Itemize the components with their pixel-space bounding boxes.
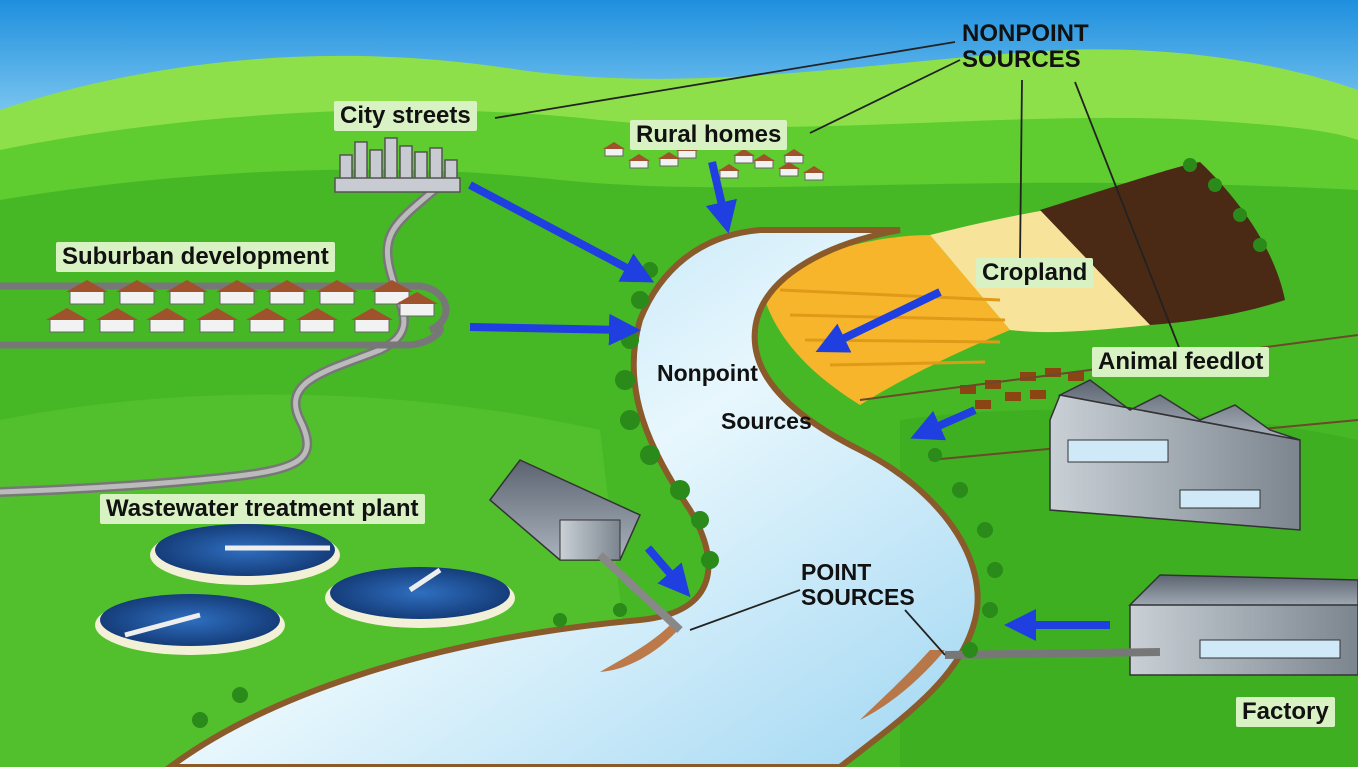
label-factory: Factory <box>1236 697 1335 727</box>
leader-line-cropland <box>1019 79 1023 261</box>
arrow-city-streets <box>468 181 655 283</box>
sediment-plume-right <box>860 650 945 720</box>
leader-line-city <box>494 41 956 119</box>
label-rural-homes: Rural homes <box>630 120 788 150</box>
leader-line-rural <box>809 59 961 134</box>
arrow-rural-homes <box>705 161 737 234</box>
factory <box>1128 574 1358 676</box>
factory-pipe <box>944 648 1161 659</box>
label-point-sources-line2: SOURCES <box>801 584 915 611</box>
label-nonpoint-upper-line2: SOURCES <box>962 46 1081 74</box>
city-buildings <box>334 137 461 193</box>
arrow-feedlot <box>910 406 977 441</box>
leader-lines <box>494 41 1181 656</box>
leader-line-point-left <box>689 589 801 631</box>
road-suburb-lower <box>0 324 444 349</box>
label-nonpoint-sources-upper: NONPOINT SOURCES <box>962 20 1089 74</box>
cropland-soil <box>1040 162 1285 325</box>
river <box>164 227 981 767</box>
treatment-tanks <box>95 524 515 655</box>
label-wastewater-treatment-plant: Wastewater treatment plant <box>100 494 425 524</box>
barn <box>1049 379 1301 531</box>
label-city-streets: City streets <box>334 101 477 131</box>
treatment-pipe <box>597 552 683 633</box>
sediment-plume-left <box>600 625 680 672</box>
label-nonpoint-center: Nonpoint <box>657 360 758 386</box>
leader-line-point-right <box>904 609 946 656</box>
treatment-building <box>488 459 641 561</box>
runoff-arrows <box>468 161 1110 641</box>
label-suburban-development: Suburban development <box>56 242 335 272</box>
leader-line-feedlot <box>1074 81 1181 351</box>
arrow-treatment <box>644 545 691 598</box>
arrow-suburban <box>469 313 641 346</box>
label-nonpoint-upper-line1: NONPOINT <box>962 20 1089 47</box>
arrow-cropland <box>815 288 942 353</box>
label-animal-feedlot: Animal feedlot <box>1092 347 1270 377</box>
label-sources-center: Sources <box>721 408 812 434</box>
suburban-houses <box>46 280 438 333</box>
label-cropland: Cropland <box>976 258 1094 288</box>
label-point-sources-line1: POINT <box>801 559 872 585</box>
animal-feedlot <box>960 368 1084 409</box>
label-point-sources: POINT SOURCES <box>801 559 915 611</box>
crop-rows <box>779 288 1006 367</box>
road-main-core <box>0 183 442 495</box>
